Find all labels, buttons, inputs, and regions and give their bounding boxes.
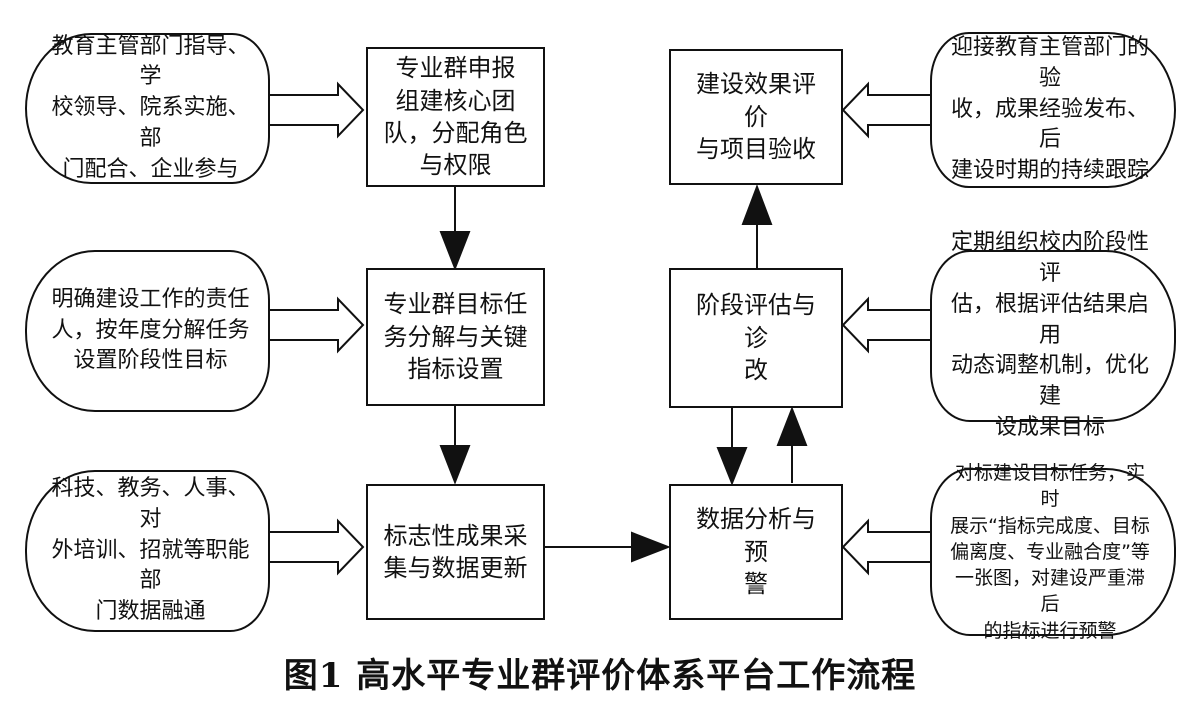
note-responsibility: 明确建设工作的责任 人，按年度分解任务 设置阶段性目标 [25,250,270,412]
note-warning-display: 对标建设目标任务，实时 展示“指标完成度、目标 偏离度、专业融合度”等 一张图，… [930,462,1176,642]
step-goal-decomposition: 专业群目标任 务分解与关键 指标设置 [366,268,545,406]
hollow-arrow-right-2 [841,296,933,354]
arrowhead-down-3 [716,447,748,486]
step-achievement-collection: 标志性成果采 集与数据更新 [366,484,545,620]
figure-caption: 图1 高水平专业群评价体系平台工作流程 [283,656,917,696]
note-periodic-assessment: 定期组织校内阶段性评 估，根据评估结果启用 动态调整机制，优化建 设成果目标 [930,230,1176,440]
arrowhead-down-2 [439,445,471,485]
arrowhead-up-2 [741,184,773,225]
arrowhead-right [631,531,671,563]
note-acceptance: 迎接教育主管部门的验 收，成果经验发布、后 建设时期的持续跟踪 [930,32,1176,188]
step-stage-assessment: 阶段评估与诊 改 [669,268,843,408]
hollow-arrow-left-1 [267,81,365,139]
hollow-arrow-right-1 [841,81,933,139]
hollow-arrow-left-2 [267,296,365,354]
step-effect-evaluation: 建设效果评价 与项目验收 [669,49,843,185]
step-apply-team: 专业群申报 组建核心团 队，分配角色 与权限 [366,47,545,187]
step-data-analysis: 数据分析与预 警 [669,484,843,620]
hollow-arrow-left-3 [267,518,365,576]
hollow-arrow-right-3 [841,518,933,576]
arrowhead-down-1 [439,231,471,271]
note-guidance: 教育主管部门指导、学 校领导、院系实施、部 门配合、企业参与 [25,33,270,184]
note-data-integration: 科技、教务、人事、对 外培训、招就等职能部 门数据融通 [25,470,270,632]
arrowhead-up-1 [776,406,808,446]
